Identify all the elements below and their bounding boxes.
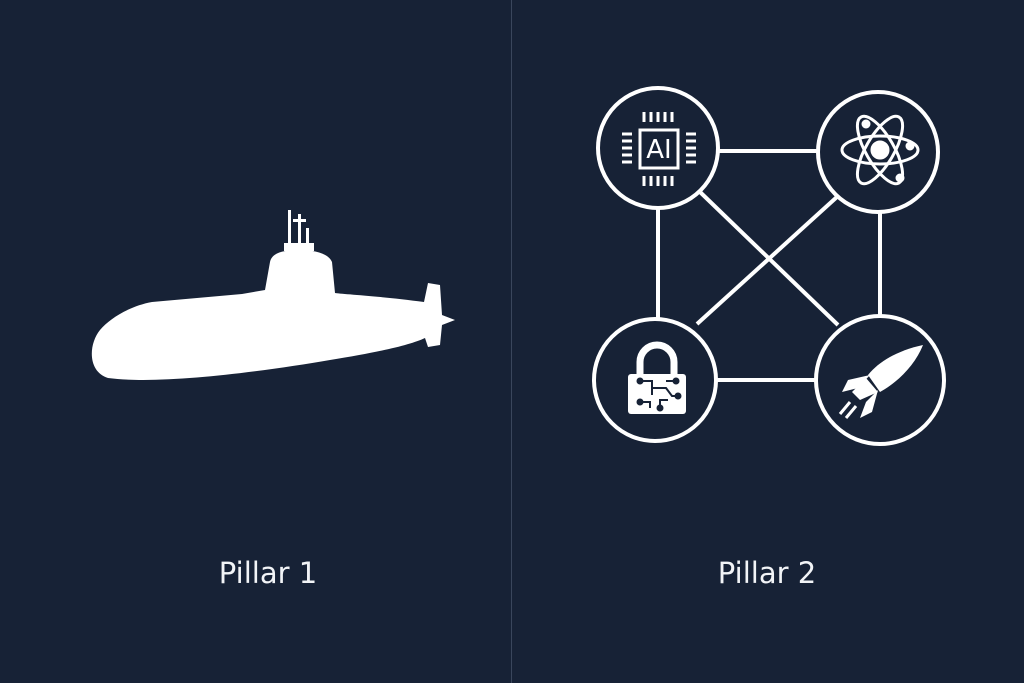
submarine-icon (91, 210, 456, 380)
rocket-icon (838, 345, 923, 419)
pillar-2-label: Pillar 2 (717, 556, 817, 590)
circuit-lock-node (592, 317, 718, 443)
panel-divider (511, 0, 512, 683)
rocket-node (814, 314, 946, 446)
atom-node (816, 90, 940, 214)
atom-icon (840, 114, 920, 186)
ai-chip-node: AI (596, 86, 720, 210)
ai-chip-icon (622, 112, 696, 186)
circuit-lock-icon (628, 341, 686, 414)
network-connections (656, 149, 882, 382)
pillar-1-label: Pillar 1 (218, 556, 318, 590)
ai-chip-text: AI (646, 135, 671, 165)
